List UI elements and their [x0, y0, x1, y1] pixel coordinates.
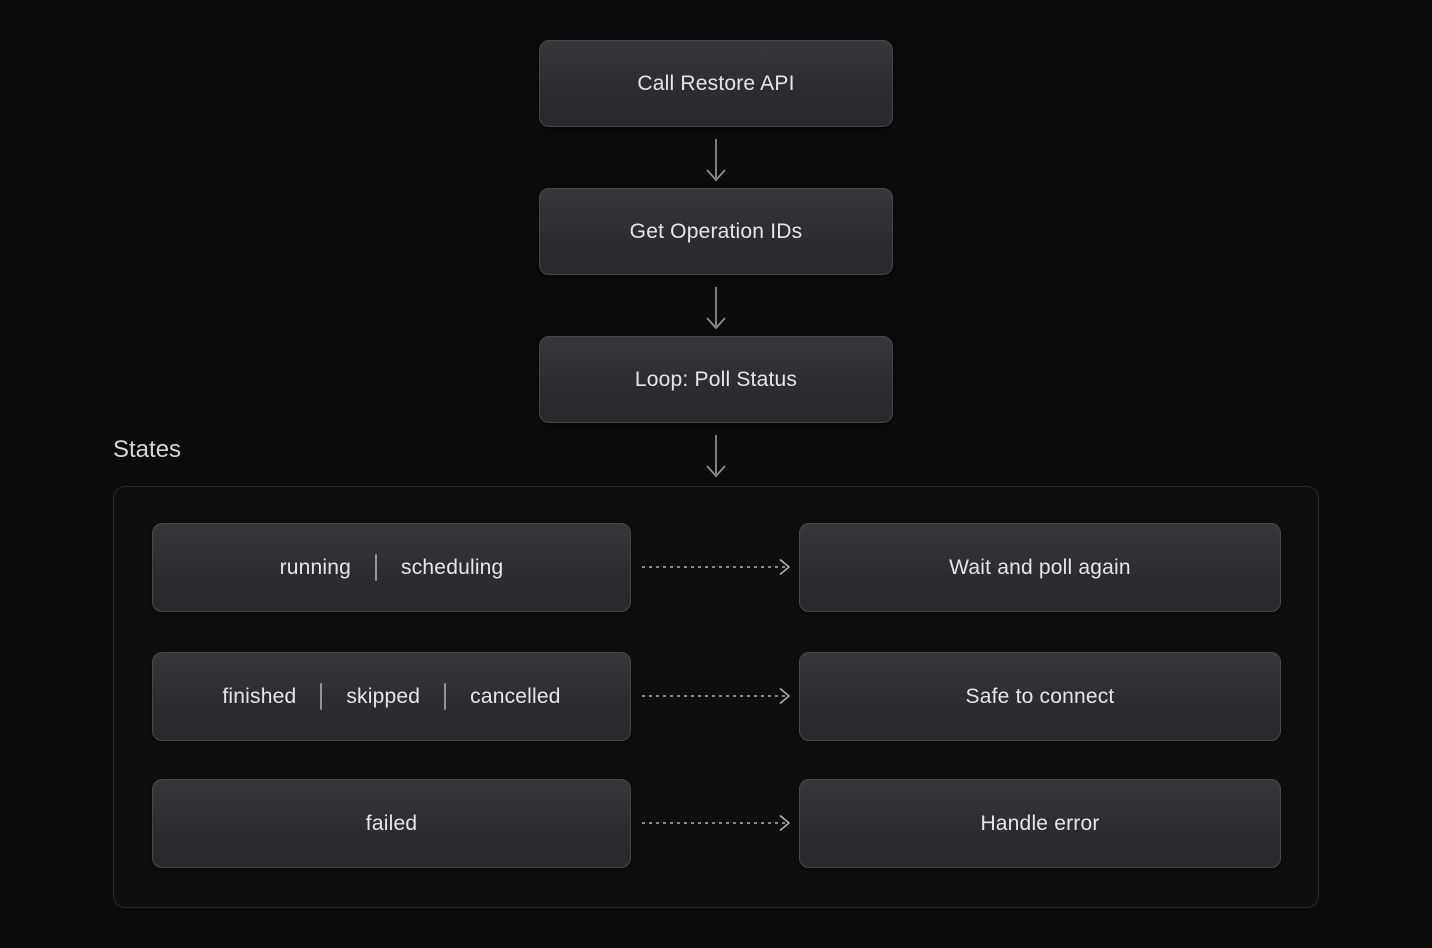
states-section-label: States [113, 436, 182, 463]
state-label: skipped [346, 684, 421, 708]
arrow-down-icon [706, 287, 726, 330]
action-box-handle-error: Handle error [799, 779, 1281, 868]
action-box-wait-and-poll-again: Wait and poll again [799, 523, 1281, 612]
arrow-down-icon [706, 139, 726, 182]
flow-node-label: Loop: Poll Status [634, 367, 798, 391]
flow-node-call-restore-api: Call Restore API [539, 40, 893, 127]
state-label: scheduling [401, 555, 504, 579]
state-box-running-scheduling: running scheduling [152, 523, 631, 612]
action-label: Handle error [980, 811, 1100, 835]
flow-node-label: Call Restore API [637, 71, 795, 95]
arrow-down-icon [706, 435, 726, 478]
action-box-safe-to-connect: Safe to connect [799, 652, 1281, 741]
state-separator [375, 554, 378, 581]
action-label: Wait and poll again [949, 555, 1131, 579]
state-label: running [279, 555, 352, 579]
dashed-arrow-right-icon [642, 558, 791, 576]
action-label: Safe to connect [965, 684, 1115, 708]
state-box-finished-skipped-cancelled: finished skipped cancelled [152, 652, 631, 741]
dashed-arrow-right-icon [642, 687, 791, 705]
flow-node-get-operation-ids: Get Operation IDs [539, 188, 893, 275]
state-label: cancelled [470, 684, 561, 708]
state-label: failed [365, 811, 418, 835]
state-box-failed: failed [152, 779, 631, 868]
state-separator [444, 683, 447, 710]
flow-node-loop-poll-status: Loop: Poll Status [539, 336, 893, 423]
state-separator [320, 683, 323, 710]
state-label: finished [222, 684, 297, 708]
dashed-arrow-right-icon [642, 814, 791, 832]
flow-node-label: Get Operation IDs [629, 219, 803, 243]
